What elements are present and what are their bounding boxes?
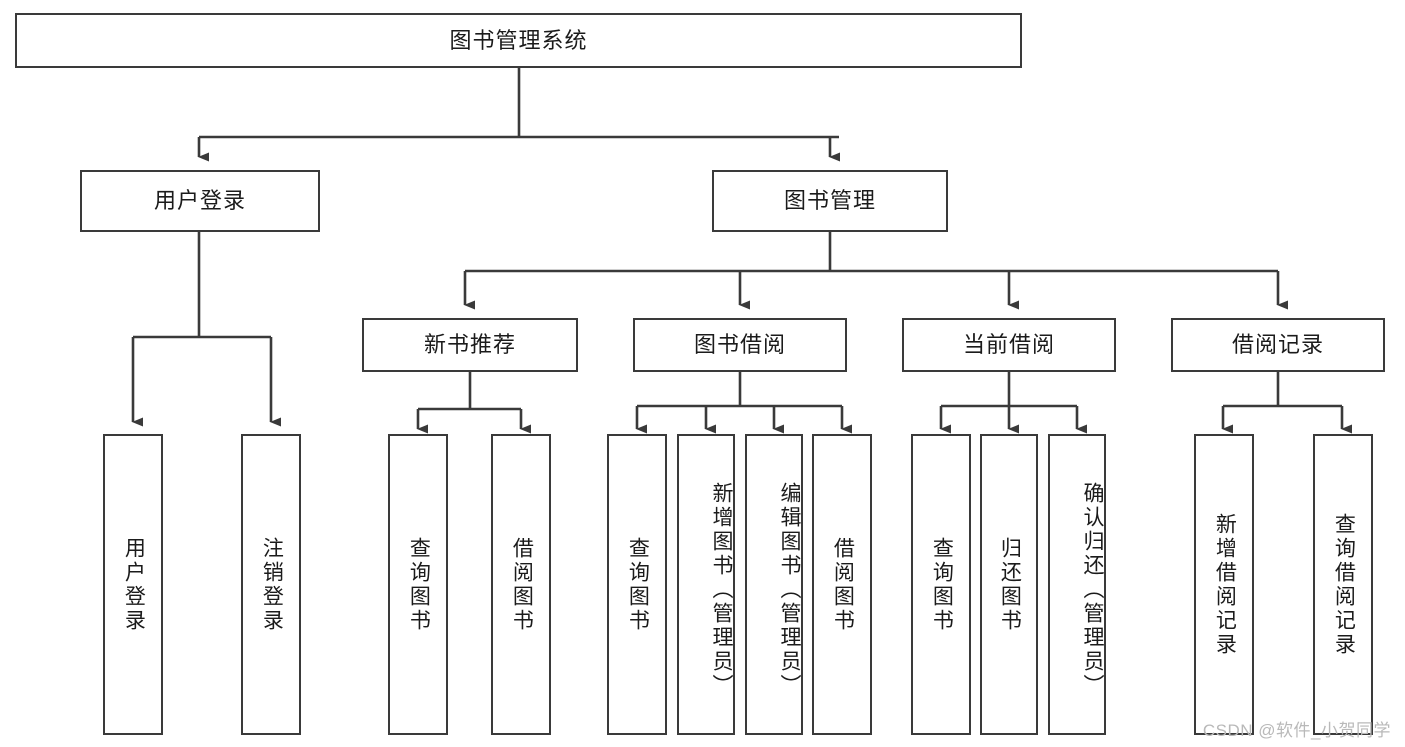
node-label: 用户登录 — [122, 536, 146, 633]
node-label: 图书管理系统 — [449, 27, 588, 53]
node-leaf-confirm-return-admin[interactable]: 确认归还（管理员） — [1048, 434, 1106, 735]
node-label: 新书推荐 — [423, 332, 516, 358]
node-label: 用户登录 — [153, 188, 246, 214]
node-leaf-user-login[interactable]: 用户登录 — [103, 434, 163, 735]
node-label: 确认归还（管理员） — [1081, 481, 1104, 698]
node-user-login[interactable]: 用户登录 — [80, 170, 320, 232]
node-leaf-add-book-admin[interactable]: 新增图书（管理员） — [677, 434, 735, 735]
node-label: 借阅图书 — [510, 536, 534, 633]
node-book-management[interactable]: 图书管理 — [712, 170, 948, 232]
node-current-borrow[interactable]: 当前借阅 — [902, 318, 1116, 372]
node-leaf-query-book-borrow[interactable]: 查询图书 — [607, 434, 667, 735]
node-label: 当前借阅 — [962, 332, 1055, 358]
node-leaf-edit-book-admin[interactable]: 编辑图书（管理员） — [745, 434, 803, 735]
node-leaf-add-borrow-record[interactable]: 新增借阅记录 — [1194, 434, 1254, 735]
node-borrow-record[interactable]: 借阅记录 — [1171, 318, 1385, 372]
node-label: 查询借阅记录 — [1332, 512, 1356, 657]
node-leaf-query-book-current[interactable]: 查询图书 — [911, 434, 971, 735]
node-label: 图书借阅 — [693, 332, 786, 358]
node-label: 查询图书 — [930, 536, 954, 633]
node-label: 编辑图书（管理员） — [778, 481, 801, 698]
node-leaf-return-book[interactable]: 归还图书 — [980, 434, 1038, 735]
node-book-borrow[interactable]: 图书借阅 — [633, 318, 847, 372]
node-leaf-borrow-book-recommend[interactable]: 借阅图书 — [491, 434, 551, 735]
node-label: 借阅图书 — [831, 536, 855, 633]
node-label: 归还图书 — [998, 536, 1022, 633]
node-label: 查询图书 — [626, 536, 650, 633]
node-label: 图书管理 — [783, 188, 876, 214]
node-label: 新增借阅记录 — [1213, 512, 1237, 657]
node-root-book-management-system[interactable]: 图书管理系统 — [15, 13, 1022, 68]
node-label: 新增图书（管理员） — [710, 481, 733, 698]
watermark-text: CSDN @软件_小贺同学 — [1202, 721, 1391, 740]
node-leaf-logout[interactable]: 注销登录 — [241, 434, 301, 735]
node-leaf-borrow-book[interactable]: 借阅图书 — [812, 434, 872, 735]
node-new-book-recommend[interactable]: 新书推荐 — [362, 318, 578, 372]
node-label: 注销登录 — [260, 536, 284, 633]
node-leaf-query-borrow-record[interactable]: 查询借阅记录 — [1313, 434, 1373, 735]
node-label: 查询图书 — [407, 536, 431, 633]
node-label: 借阅记录 — [1231, 332, 1324, 358]
node-leaf-query-book-recommend[interactable]: 查询图书 — [388, 434, 448, 735]
